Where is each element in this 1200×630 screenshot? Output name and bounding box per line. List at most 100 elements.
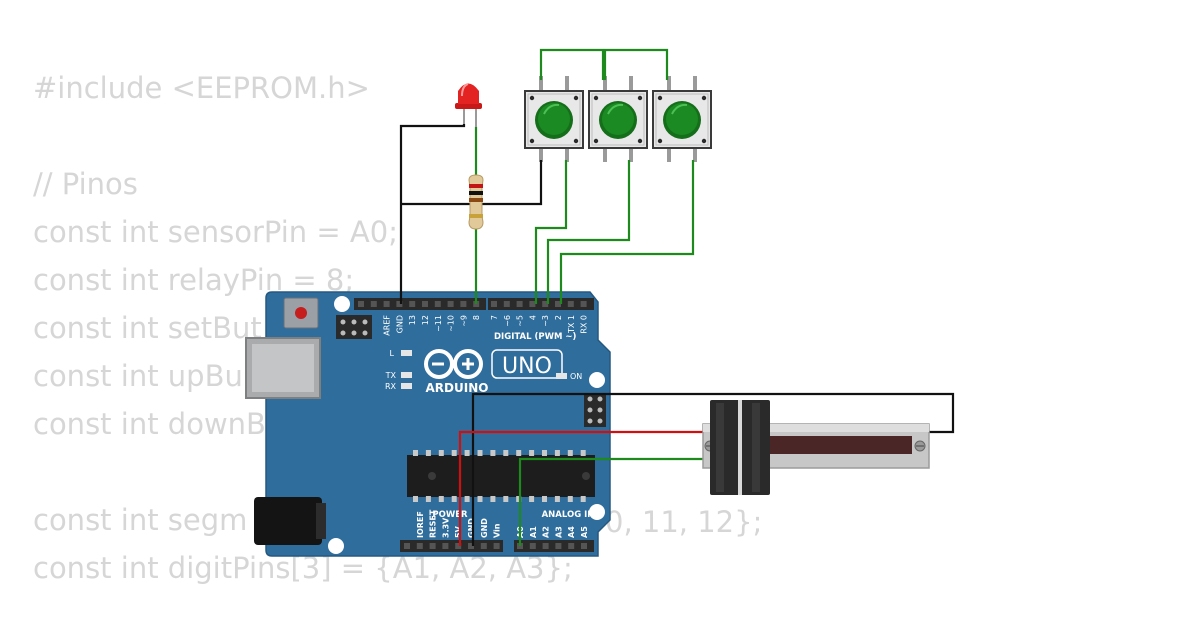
pin-hole — [468, 543, 474, 549]
push-button-1[interactable] — [524, 76, 584, 162]
pin-hole — [555, 543, 562, 549]
pin-hole — [422, 301, 428, 307]
arduino-brand-label: ARDUINO — [426, 381, 489, 395]
led-label-l: L — [390, 349, 395, 358]
push-button-2[interactable] — [588, 76, 648, 162]
digital-pin-label: ~6 — [503, 315, 512, 327]
led-l — [401, 350, 412, 356]
pin-hole — [429, 543, 436, 549]
pin-hole — [529, 543, 536, 549]
slider-knob-gap — [738, 400, 742, 495]
mounting-hole — [589, 372, 605, 388]
pin-hole — [581, 543, 587, 549]
mounting-hole — [589, 504, 605, 520]
led-label-tx: TX — [385, 371, 397, 380]
power-jack — [254, 497, 322, 545]
icsp-header-right — [584, 393, 606, 427]
led-tx — [401, 372, 412, 378]
analog-pin-label: A2 — [542, 526, 551, 538]
slide-potentiometer[interactable] — [702, 400, 930, 495]
icsp-header — [336, 315, 372, 339]
pin-hole — [442, 543, 449, 549]
digital-pin-label: TX 1 — [567, 315, 576, 334]
digital-pin-label: 12 — [421, 315, 430, 325]
pin-hole — [480, 543, 487, 549]
wire-button-1 — [534, 160, 568, 304]
bottom-pin-holes — [404, 543, 587, 549]
code-line: const int segm — [33, 503, 248, 537]
code-line: const int upBu — [33, 359, 243, 393]
power-pin-label: Vin — [493, 523, 502, 538]
digital-pin-label: ~9 — [459, 315, 468, 327]
mounting-hole — [328, 538, 344, 554]
atmega-chip — [407, 450, 595, 502]
pin-hole — [503, 301, 510, 307]
analog-pin-label: A5 — [580, 526, 589, 538]
resistor-band — [469, 184, 483, 188]
power-header-label: POWER — [432, 510, 468, 520]
led-label-on: ON — [570, 372, 582, 381]
slider-knob-left — [710, 400, 740, 495]
power-jack-tip — [316, 503, 326, 539]
analog-pin-label: A3 — [554, 526, 563, 538]
digital-pin-label: 2 — [554, 315, 563, 320]
wire-pot-5v — [458, 430, 703, 546]
digital-pin-label: ~3 — [541, 315, 550, 327]
code-line: const int sensorPin = A0; — [33, 215, 398, 249]
digital-pin-label: RX 0 — [580, 315, 589, 334]
led-on — [556, 373, 567, 379]
pin-hole — [555, 301, 561, 307]
led-highlight — [461, 83, 469, 97]
pin-hole — [580, 301, 587, 307]
power-pin-label: RESET — [429, 509, 438, 538]
pin-hole — [542, 301, 549, 307]
led-rim — [455, 103, 482, 109]
pin-hole — [568, 543, 575, 549]
resistor-band — [469, 198, 483, 202]
wire-button-gnd — [401, 160, 543, 206]
wire-led-gnd — [399, 124, 466, 304]
pin-hole — [529, 301, 536, 307]
code-line: const int relayPin = 8; — [33, 263, 355, 297]
pin-hole — [516, 301, 523, 307]
digital-pin-label: 13 — [408, 315, 417, 325]
arduino-logo — [424, 349, 483, 379]
pin-hole — [404, 543, 410, 549]
resistor-band — [469, 214, 483, 218]
push-buttons — [524, 76, 712, 162]
wire-button-2 — [546, 160, 631, 304]
led-label-rx: RX — [385, 382, 397, 391]
wire-button-3 — [559, 160, 695, 304]
pin-hole — [416, 543, 423, 549]
red-led[interactable] — [455, 83, 482, 129]
pin-hole — [434, 301, 441, 307]
wire-green — [603, 48, 669, 80]
code-line: #include <EEPROM.h> — [33, 71, 370, 105]
code-fragment: 0, 11, 12}; — [605, 505, 762, 539]
push-button-3[interactable] — [652, 76, 712, 162]
pin-hole — [383, 301, 390, 307]
wires — [399, 48, 955, 546]
uno-badge — [491, 349, 563, 379]
power-pin-label: 5V — [454, 525, 463, 538]
led-rx — [401, 383, 412, 389]
pin-hole — [455, 543, 462, 549]
power-pin-label: GND — [480, 518, 489, 538]
pin-hole — [493, 543, 500, 549]
pin-hole — [358, 301, 364, 307]
digital-pin-label: ~5 — [516, 315, 525, 327]
wire-green — [539, 48, 605, 80]
digital-pin-label: ~11 — [434, 315, 443, 332]
resistor[interactable] — [468, 174, 484, 230]
pin-hole — [460, 301, 467, 307]
wire-pot-a0 — [518, 457, 703, 546]
uno-label: UNO — [502, 354, 552, 379]
code-line: const int downB — [33, 407, 266, 441]
power-pin-label: 3.3V — [441, 517, 450, 538]
pin-hole — [491, 301, 497, 307]
analog-pin-label: A1 — [529, 526, 538, 538]
